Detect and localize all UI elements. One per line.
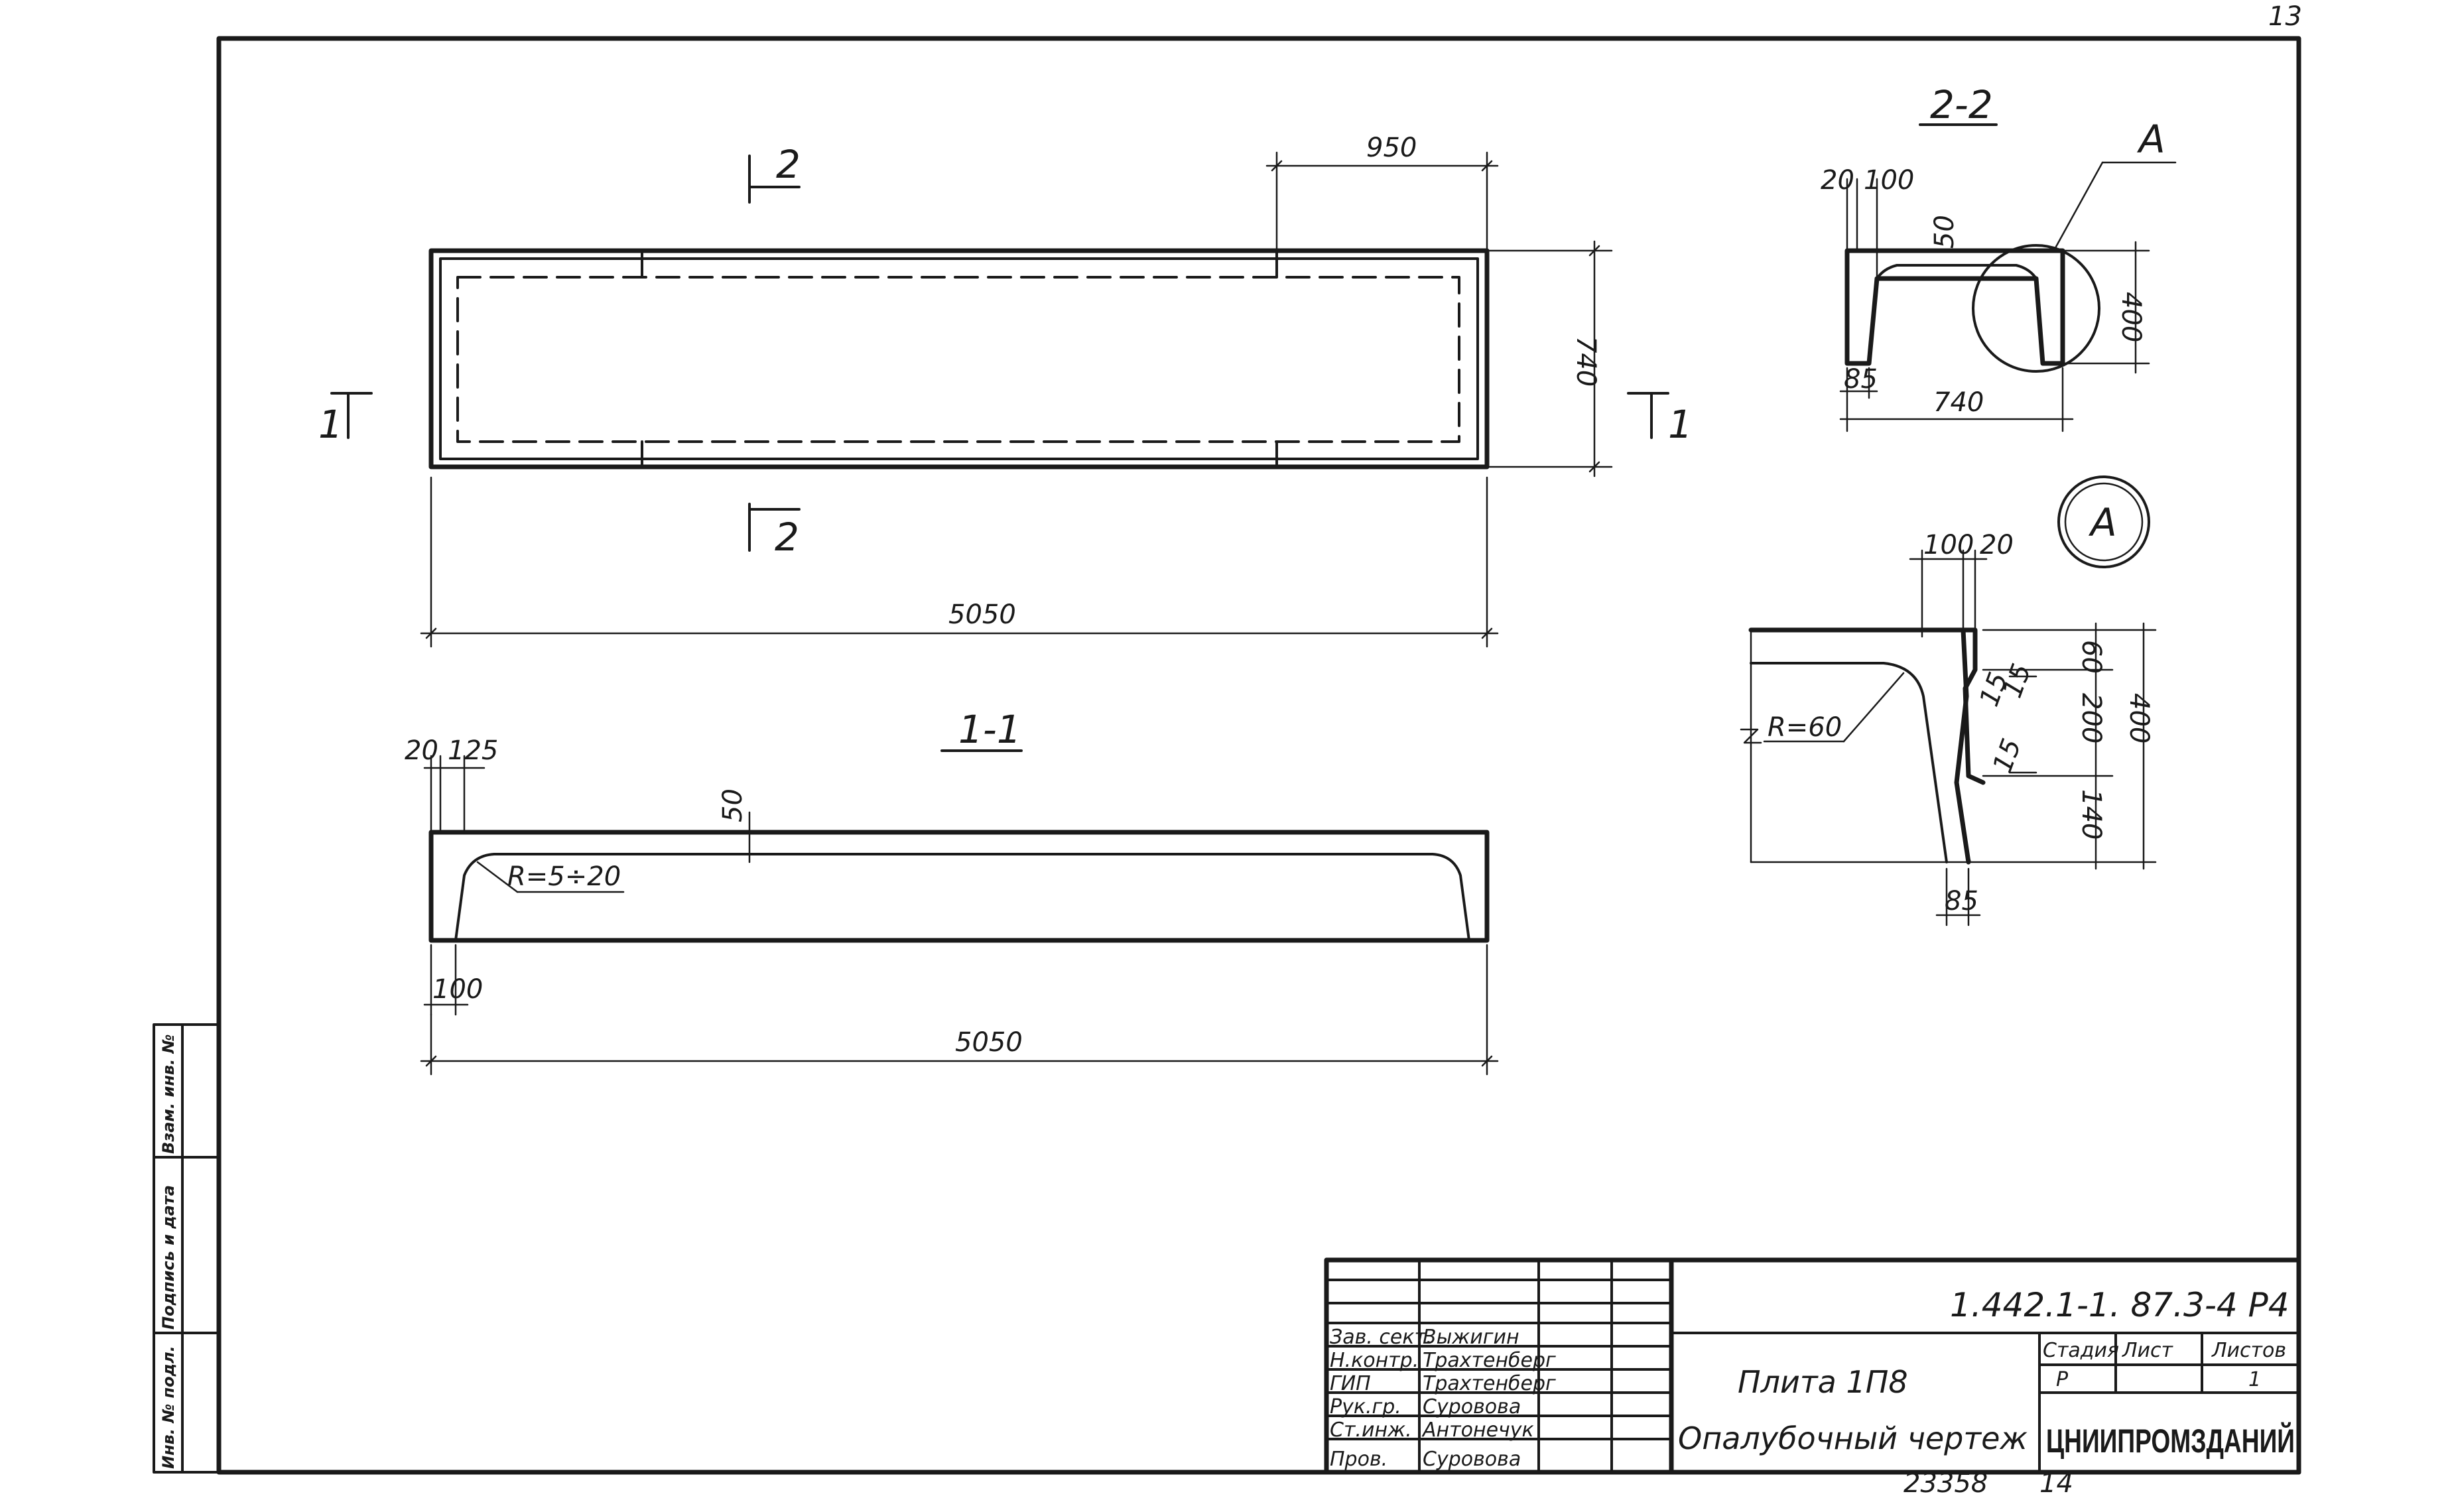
tb-sheets-header: Листов <box>2211 1339 2286 1362</box>
tb-stage-header: Стадия <box>2043 1339 2119 1362</box>
plan-cut-2-bottom: 2 <box>775 515 799 560</box>
tb-doc-code: 1.442.1-1. 87.3-4 Р4 <box>1950 1286 2289 1324</box>
page-mark: 13 <box>2268 1 2302 32</box>
plan-outer-contour <box>428 248 1490 470</box>
detail-a-dim-100: 100 <box>1923 530 1974 560</box>
tb-role-4: Ст.инж. <box>1330 1418 1412 1442</box>
detail-a-dim-400: 400 <box>2124 693 2154 743</box>
section-1-1-dim-5050: 5050 <box>955 1027 1023 1058</box>
section-1-1-dim-50: 50 <box>718 788 748 822</box>
section-2-2-dim-740: 740 <box>1933 387 1984 418</box>
section-1-1-dim-100: 100 <box>432 974 483 1005</box>
tb-name-2: Трахтенберг <box>1423 1372 1556 1395</box>
section-2-2-dim-100: 100 <box>1864 165 1914 196</box>
detail-a-dim-20: 20 <box>1980 530 2014 560</box>
section-2-2: 2-2 A 20 100 50 400 85 740 <box>1821 82 2177 432</box>
detail-a: A 100 20 60 200 140 400 15 15 15 R=60 <box>1740 475 2157 926</box>
plan-inner-contour <box>439 257 1479 460</box>
title-block: Зав. сект. Выжигин Н.контр. Трахтенберг … <box>1324 1257 2301 1499</box>
plan-hidden-contour <box>456 276 1460 443</box>
plan-dim-5050: 5050 <box>948 599 1016 630</box>
section-1-1-dim-20: 20 <box>405 735 438 766</box>
side-stamp: Инв. № подл. Подпись и дата Взам. инв. № <box>153 1023 220 1474</box>
detail-a-dim-15c: 15 <box>1987 735 2028 777</box>
plan-cut-1-left: 1 <box>318 402 343 447</box>
side-stamp-replace-inv: Взам. инв. № <box>159 1035 178 1154</box>
section-2-2-title: 2-2 <box>1930 82 1993 127</box>
tb-stage-value: Р <box>2056 1368 2069 1391</box>
plan-cut-2-top: 2 <box>776 142 801 187</box>
detail-a-dim-140: 140 <box>2076 789 2106 840</box>
section-1-1-radius: R=5÷20 <box>507 861 621 892</box>
detail-a-radius: R=60 <box>1768 712 1842 743</box>
tb-role-5: Пров. <box>1330 1448 1387 1471</box>
tb-name-1: Трахтенберг <box>1423 1349 1556 1372</box>
section-2-2-outline <box>1844 248 2065 366</box>
plan-view: 950 740 5050 1 1 2 2 <box>318 133 1693 648</box>
section-1-1-dim-125: 125 <box>448 735 498 766</box>
tb-archive-no: 23358 <box>1903 1468 1988 1499</box>
detail-a-label-circle <box>2057 475 2150 568</box>
plan-cut-1-right: 1 <box>1668 402 1693 447</box>
tb-sheet-name: Опалубочный чертеж <box>1678 1420 2028 1456</box>
section-1-1: 1-1 20 125 50 R=5÷20 100 5050 <box>405 707 1499 1076</box>
tb-role-2: ГИП <box>1330 1372 1371 1395</box>
tb-name-0: Выжигин <box>1423 1326 1519 1349</box>
tb-name-4: Антонечук <box>1421 1418 1534 1442</box>
tb-role-3: Рук.гр. <box>1330 1395 1401 1418</box>
tb-role-0: Зав. сект. <box>1330 1326 1432 1349</box>
plan-dim-740: 740 <box>1571 336 1601 387</box>
tb-product-name: Плита 1П8 <box>1738 1364 1908 1400</box>
detail-a-outline <box>1961 627 1986 785</box>
section-2-2-callout-label: A <box>2136 117 2165 162</box>
tb-role-1: Н.контр. <box>1330 1349 1419 1372</box>
plan-dim-950: 950 <box>1366 133 1417 163</box>
tb-sheet-header: Лист <box>2122 1339 2174 1362</box>
section-1-1-outline <box>428 830 1490 943</box>
section-2-2-dim-85: 85 <box>1844 364 1878 395</box>
detail-a-dim-85: 85 <box>1945 886 1978 916</box>
tb-name-3: Суровова <box>1423 1395 1521 1418</box>
section-2-2-callout-circle <box>1972 244 2100 373</box>
tb-name-5: Суровова <box>1423 1448 1521 1471</box>
detail-a-dim-60: 60 <box>2076 640 2106 674</box>
section-2-2-dim-400: 400 <box>2116 292 2146 342</box>
detail-a-label: A <box>2088 500 2117 545</box>
section-2-2-dim-50: 50 <box>1929 215 1960 249</box>
section-2-2-dim-20: 20 <box>1821 165 1854 196</box>
section-1-1-title: 1-1 <box>958 707 1021 752</box>
tb-sheets-value: 1 <box>2248 1368 2261 1391</box>
tb-format-no: 14 <box>2039 1468 2073 1499</box>
tb-org-name: ЦНИИПРОМЗДАНИЙ <box>2046 1422 2295 1460</box>
detail-a-dim-200: 200 <box>2076 693 2106 743</box>
sheet-frame <box>216 36 2301 1475</box>
side-stamp-inv-no: Инв. № подл. <box>159 1346 178 1469</box>
side-stamp-signature: Подпись и дата <box>159 1185 178 1330</box>
